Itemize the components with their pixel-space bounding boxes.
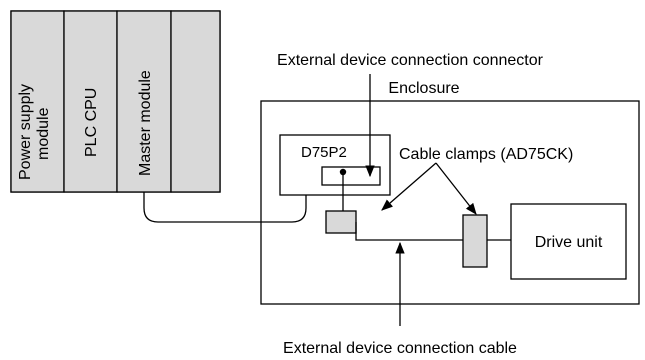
- master-module-label: Master module: [137, 70, 154, 176]
- d75p2-label: D75P2: [301, 144, 347, 161]
- cable-clamps-arrow-2: [435, 162, 477, 215]
- plc-rack: Power supply module PLC CPU Master modul…: [10, 10, 221, 193]
- enclosure-label: Enclosure: [388, 80, 459, 97]
- power-supply-slot: [10, 10, 65, 193]
- master-to-d75p2-cable: [143, 192, 307, 223]
- master-module-slot: [116, 10, 172, 193]
- connector-pin: [339, 168, 347, 176]
- cable-clamp-1: [325, 210, 357, 234]
- power-supply-label-line2: module: [35, 107, 52, 160]
- cable-clamp-2: [462, 214, 488, 268]
- connector-callout-label: External device connection connector: [277, 52, 544, 69]
- cable-clamps-callout-label: Cable clamps (AD75CK): [399, 146, 573, 163]
- plc-cpu-slot: [63, 10, 118, 193]
- empty-slot: [170, 10, 221, 193]
- clamp-to-clamp-cable: [355, 222, 463, 241]
- power-supply-label-line1: Power supply: [17, 84, 34, 180]
- plc-cpu-label: PLC CPU: [83, 88, 100, 157]
- cable-callout-label: External device connection cable: [283, 340, 517, 357]
- drive-unit-label: Drive unit: [535, 234, 603, 251]
- cable-clamps-arrow-1: [381, 162, 437, 211]
- connector-socket: [321, 166, 381, 186]
- drive-unit-box: [510, 203, 627, 280]
